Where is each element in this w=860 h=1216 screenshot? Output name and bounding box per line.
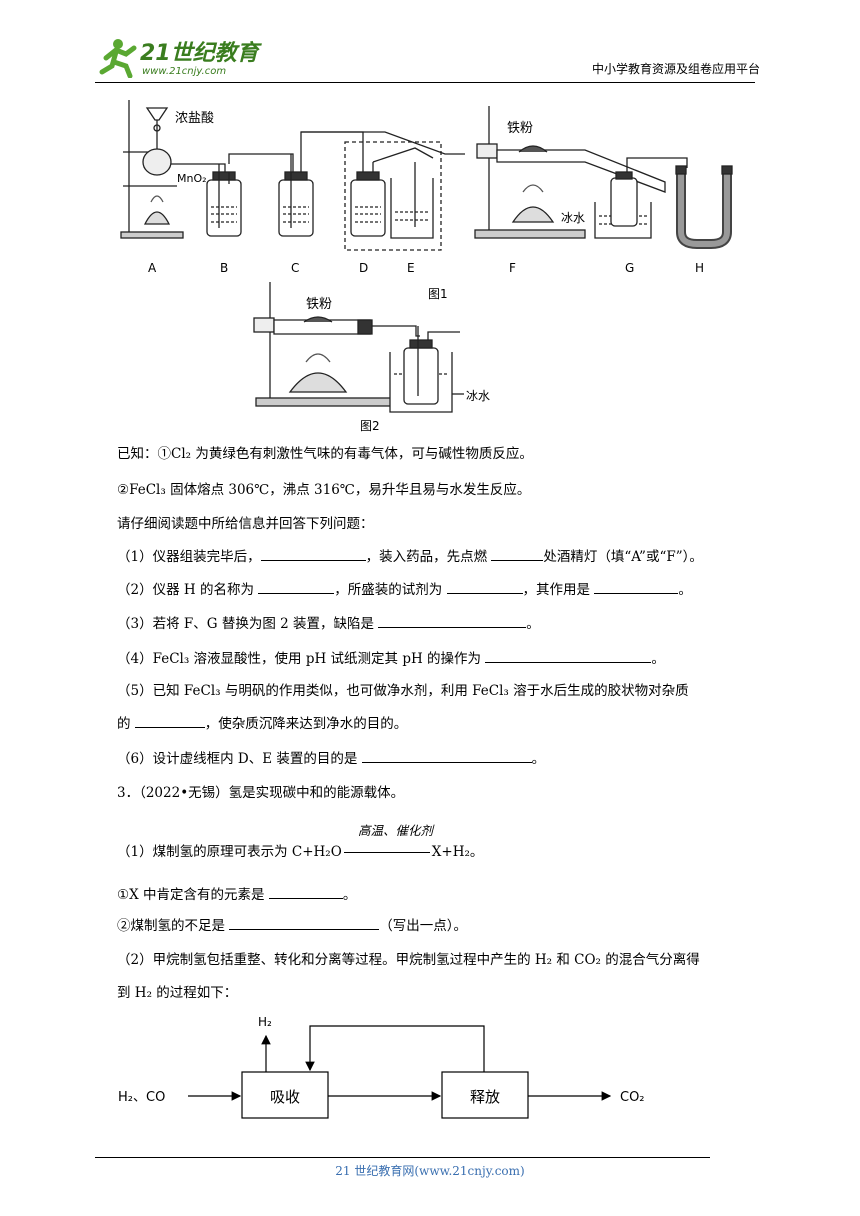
answer-blank[interactable] <box>258 579 335 594</box>
fig2-label-ice-water: 冰水 <box>466 389 490 403</box>
label-iron-powder: 铁粉 <box>507 121 533 136</box>
q2-part-1: （1）仪器组装完毕后，，装入药品，先点燃 处酒精灯（填“A”或“F”）。 <box>117 546 703 567</box>
answer-blank[interactable] <box>268 884 343 899</box>
q2-part-4: （4）FeCl₃ 溶液显酸性，使用 pH 试纸测定其 pH 的操作为 。 <box>117 648 665 669</box>
letter-e: E <box>407 261 415 275</box>
figure-2-apparatus: 铁粉 冰水 图2 <box>253 282 490 433</box>
q2-part-5-line1: （5）已知 FeCl₃ 与明矾的作用类似，也可做净水剂，利用 FeCl₃ 溶于水… <box>117 683 689 699</box>
reaction-arrow <box>343 852 430 853</box>
q3-part-2-line2: 到 H₂ 的过程如下： <box>117 985 238 1001</box>
answer-blank[interactable] <box>594 579 679 594</box>
instruction: 请仔细阅读题中所给信息并回答下列问题： <box>117 516 374 532</box>
letter-b: B <box>220 261 228 275</box>
letter-c: C <box>291 261 299 275</box>
h2-output-label: H₂ <box>258 1015 272 1029</box>
answer-blank[interactable] <box>378 613 527 628</box>
q3-part-2-line1: （2）甲烷制氢包括重整、转化和分离等过程。甲烷制氢过程中产生的 H₂ 和 CO₂… <box>117 952 700 968</box>
label-mno2: MnO₂ <box>177 172 207 185</box>
footer-divider <box>95 1157 710 1158</box>
q3-heading: 3．（2022•无锡）氢是实现碳中和的能源载体。 <box>117 785 405 801</box>
letter-f: F <box>509 261 516 275</box>
release-box <box>441 1071 529 1119</box>
co2-output-label: CO₂ <box>620 1090 645 1105</box>
label-hcl: 浓盐酸 <box>175 111 214 126</box>
answer-blank[interactable] <box>361 748 532 763</box>
q2-part-3: （3）若将 F、G 替换为图 2 装置，缺陷是 。 <box>117 613 540 634</box>
separation-flow-diagram: H₂、CO 吸收 释放 H₂ CO₂ <box>118 1015 645 1119</box>
known-1: 已知：①Cl₂ 为黄绿色有刺激性气味的有毒气体，可与碱性物质反应。 <box>117 446 533 462</box>
answer-blank[interactable] <box>446 579 523 594</box>
logo-text: 21世纪教育 <box>140 40 263 66</box>
q2-part-6: （6）设计虚线框内 D、E 装置的目的是 。 <box>117 748 545 769</box>
letter-g: G <box>625 261 634 275</box>
reaction-condition: 高温、催化剂 <box>358 823 434 838</box>
logo-url: www.21cnjy.com <box>142 66 226 77</box>
answer-blank[interactable] <box>491 546 544 561</box>
answer-blank[interactable] <box>485 648 652 663</box>
q2-part-2: （2）仪器 H 的名称为 ，所盛装的试剂为 ，其作用是 。 <box>117 579 692 600</box>
recycle-arrow <box>305 1025 485 1072</box>
header-divider <box>95 82 755 83</box>
figure-1-apparatus: 浓盐酸 MnO₂ 铁粉 冰水 A B C D E F G H 图1 <box>120 100 733 301</box>
answer-blank[interactable] <box>229 915 380 930</box>
platform-name: 中小学教育资源及组卷应用平台 <box>591 62 760 76</box>
q2-part-5-line2: 的 ，使杂质沉降来达到净水的目的。 <box>117 713 407 734</box>
absorb-label: 吸收 <box>270 1088 300 1106</box>
q3-sub-1: ①X 中肯定含有的元素是 。 <box>117 884 356 905</box>
figure-1-caption: 图1 <box>428 287 448 301</box>
site-logo: 21世纪教育 www.21cnjy.com <box>99 39 263 78</box>
known-2: ②FeCl₃ 固体熔点 306℃，沸点 316℃，易升华且易与水发生反应。 <box>117 482 531 498</box>
letter-h: H <box>695 261 704 275</box>
figure-2-caption: 图2 <box>360 419 380 433</box>
fig2-label-iron-powder: 铁粉 <box>306 297 332 312</box>
q3-sub-2: ②煤制氢的不足是 （写出一点）。 <box>117 915 467 936</box>
absorb-box <box>241 1071 329 1119</box>
letter-a: A <box>148 261 157 275</box>
answer-blank[interactable] <box>134 713 205 728</box>
answer-blank[interactable] <box>260 546 366 561</box>
label-ice-water: 冰水 <box>561 211 585 225</box>
footer-link[interactable]: 21 世纪教育网(www.21cnjy.com) <box>335 1164 525 1178</box>
runner-icon <box>99 39 137 78</box>
letter-d: D <box>359 261 368 275</box>
flow-input-label: H₂、CO <box>118 1090 165 1105</box>
release-label: 释放 <box>470 1088 500 1106</box>
